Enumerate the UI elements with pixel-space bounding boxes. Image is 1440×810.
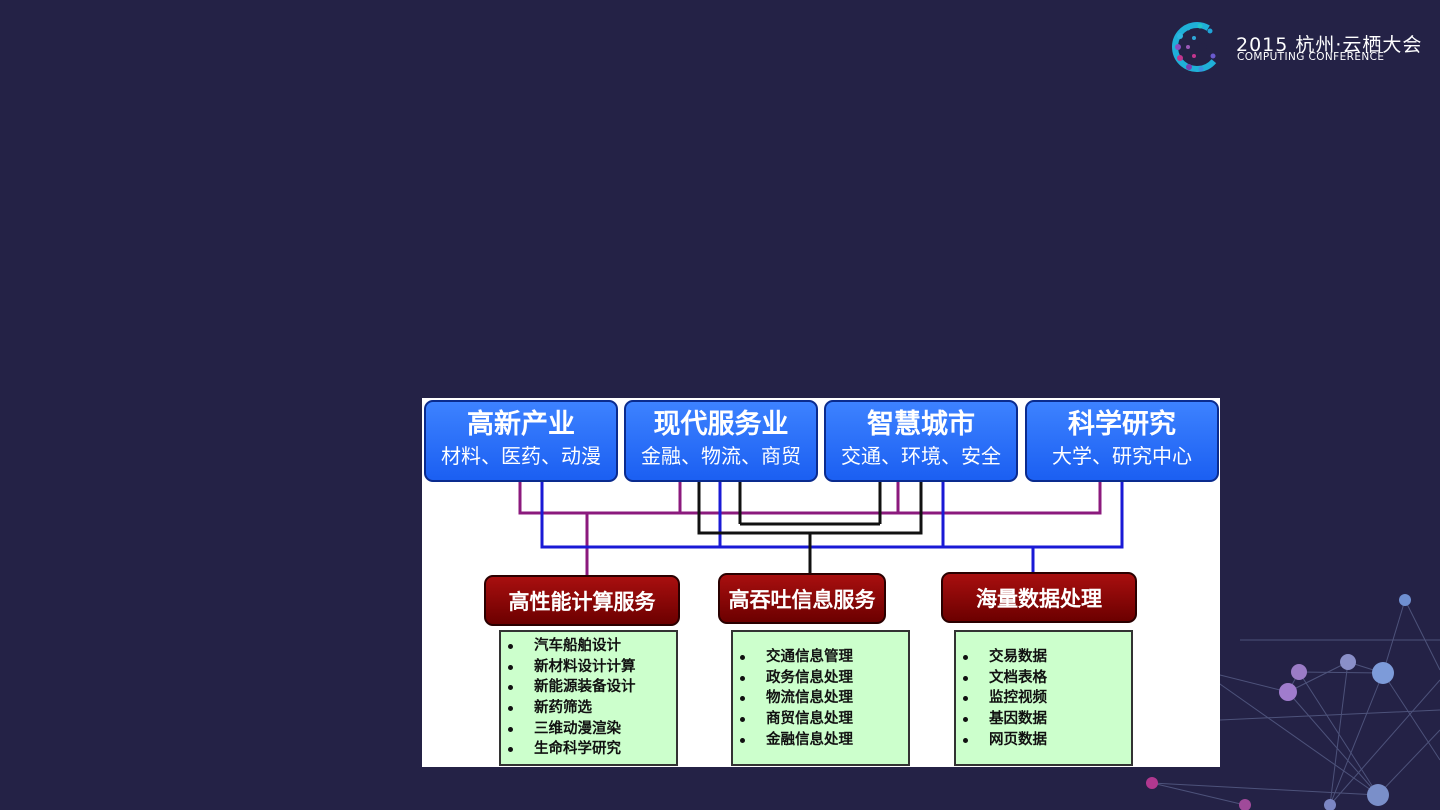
service-list-hpc: 汽车船舶设计 新材料设计计算 新能源装备设计 新药筛选 三维动漫渲染 生命科学研…: [499, 630, 678, 766]
service-box-hpc: 高性能计算服务: [484, 575, 680, 626]
list-item: 商贸信息处理: [733, 709, 908, 730]
list-item: 新材料设计计算: [501, 657, 676, 678]
service-list-big-data: 交易数据 文档表格 监控视频 基因数据 网页数据: [954, 630, 1133, 766]
sector-box-smart-city: 智慧城市 交通、环境、安全: [824, 400, 1018, 482]
list-item: 生命科学研究: [501, 739, 676, 760]
list-item: 三维动漫渲染: [501, 719, 676, 740]
list-item: 政务信息处理: [733, 668, 908, 689]
list-item: 监控视频: [956, 688, 1131, 709]
service-title: 高性能计算服务: [509, 586, 656, 616]
logo-mark-icon: [1170, 20, 1228, 76]
list-item: 网页数据: [956, 730, 1131, 751]
list-item: 金融信息处理: [733, 730, 908, 751]
sector-box-modern-services: 现代服务业 金融、物流、商贸: [624, 400, 818, 482]
sector-title: 高新产业: [426, 410, 616, 440]
sector-box-high-tech: 高新产业 材料、医药、动漫: [424, 400, 618, 482]
list-item: 新药筛选: [501, 698, 676, 719]
list-item: 基因数据: [956, 709, 1131, 730]
sector-title: 科学研究: [1027, 410, 1217, 440]
list-item: 新能源装备设计: [501, 677, 676, 698]
sector-title: 现代服务业: [626, 410, 816, 440]
logo-subtitle: COMPUTING CONFERENCE: [1237, 51, 1384, 63]
sector-subtitle: 交通、环境、安全: [826, 443, 1016, 469]
application-diagram: 高新产业 材料、医药、动漫 现代服务业 金融、物流、商贸 智慧城市 交通、环境、…: [422, 398, 1220, 767]
list-item: 汽车船舶设计: [501, 636, 676, 657]
service-box-big-data: 海量数据处理: [941, 572, 1137, 623]
list-item: 交通信息管理: [733, 647, 908, 668]
service-box-high-throughput: 高吞吐信息服务: [718, 573, 886, 624]
connector-blue: [542, 482, 1122, 573]
sector-box-scientific-research: 科学研究 大学、研究中心: [1025, 400, 1219, 482]
sector-subtitle: 材料、医药、动漫: [426, 443, 616, 469]
connector-black: [699, 482, 921, 574]
sector-subtitle: 金融、物流、商贸: [626, 443, 816, 469]
list-item: 文档表格: [956, 668, 1131, 689]
list-item: 物流信息处理: [733, 688, 908, 709]
service-title: 海量数据处理: [976, 583, 1102, 613]
sector-subtitle: 大学、研究中心: [1027, 443, 1217, 469]
list-item: 交易数据: [956, 647, 1131, 668]
sector-title: 智慧城市: [826, 410, 1016, 440]
service-list-high-throughput: 交通信息管理 政务信息处理 物流信息处理 商贸信息处理 金融信息处理: [731, 630, 910, 766]
service-title: 高吞吐信息服务: [729, 584, 876, 614]
